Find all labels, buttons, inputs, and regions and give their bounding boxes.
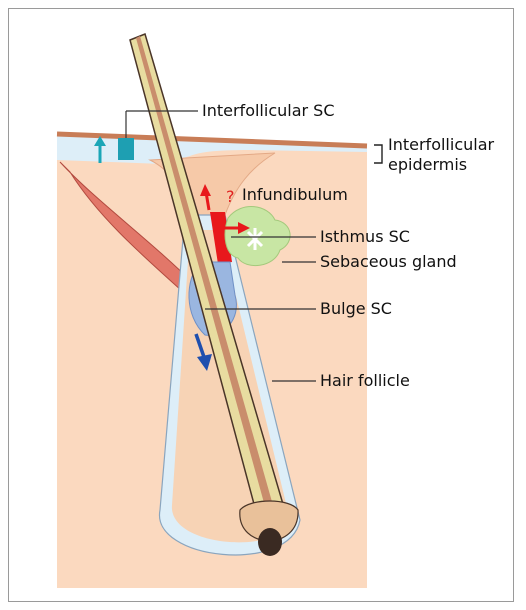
label-infundibulum: Infundibulum <box>242 186 348 204</box>
label-sebaceous-gland: Sebaceous gland <box>320 253 457 271</box>
unknown-mark: ? <box>226 187 235 206</box>
label-bulge-sc: Bulge SC <box>320 300 392 318</box>
label-hair-follicle: Hair follicle <box>320 372 410 390</box>
dermal-papilla <box>258 528 282 556</box>
label-isthmus-sc: Isthmus SC <box>320 228 410 246</box>
label-interfollicular-epidermis-line2: epidermis <box>388 156 467 174</box>
interfollicular-stem-cells <box>118 138 134 160</box>
epidermis-bracket <box>374 145 382 163</box>
label-interfollicular-epidermis-line1: Interfollicular <box>388 136 494 154</box>
label-interfollicular-sc: Interfollicular SC <box>202 102 335 120</box>
